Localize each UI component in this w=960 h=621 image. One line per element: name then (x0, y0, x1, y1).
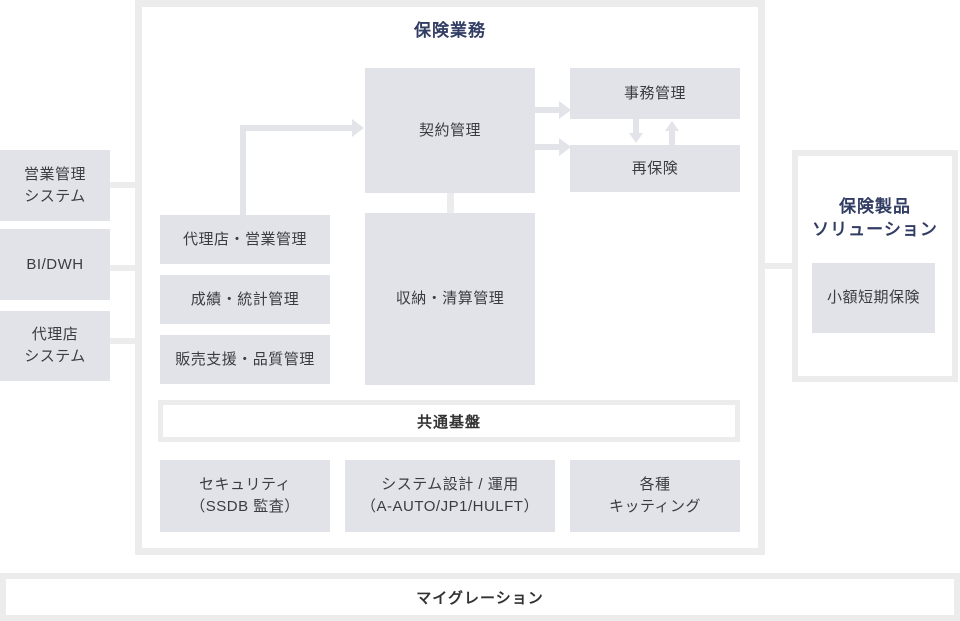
arrow-agency-to-contract-horizontal (240, 125, 352, 131)
arrow-contract-to-reinsurance (535, 144, 559, 150)
connector-panel-to-solution (761, 263, 794, 269)
arrow-head-office-to-reinsurance (629, 133, 643, 143)
arrow-head-contract-to-office (559, 101, 571, 119)
agency-system-box: 代理店 システム (0, 311, 110, 381)
arrow-reinsurance-to-office-shaft (669, 130, 675, 145)
arrow-head-contract-to-reinsurance (559, 138, 571, 156)
performance-statistics-box: 成績・統計管理 (160, 275, 330, 324)
connector-sales-mgmt-to-panel (110, 182, 138, 188)
kitting-box: 各種 キッティング (570, 460, 740, 532)
connector-bidwh-to-panel (110, 265, 138, 271)
arrow-head-reinsurance-to-office (665, 121, 679, 131)
office-administration-box: 事務管理 (570, 68, 740, 119)
contract-management-box: 契約管理 (365, 68, 535, 193)
insurance-operations-title: 保険業務 (414, 21, 486, 40)
connector-contract-to-collection (447, 193, 454, 213)
sales-support-quality-box: 販売支援・品質管理 (160, 335, 330, 384)
arrow-office-to-reinsurance-shaft (633, 119, 639, 134)
arrow-contract-to-office (535, 107, 559, 113)
insurance-product-solution-title: 保険製品 ソリューション (812, 197, 938, 239)
small-amount-short-term-insurance-box: 小額短期保険 (812, 263, 935, 333)
sales-management-system-box: 営業管理 システム (0, 150, 110, 221)
collection-settlement-box: 収納・清算管理 (365, 213, 535, 385)
connector-agency-to-panel (110, 338, 138, 344)
agency-sales-management-box: 代理店・営業管理 (160, 215, 330, 264)
arrow-head-agency-to-contract (352, 119, 364, 137)
bi-dwh-box: BI/DWH (0, 229, 110, 300)
migration-bar: マイグレーション (0, 573, 960, 621)
arrow-agency-to-contract-vertical (240, 125, 246, 215)
common-platform-bar: 共通基盤 (158, 400, 740, 442)
security-ssdb-audit-box: セキュリティ （SSDB 監査） (160, 460, 330, 532)
reinsurance-box: 再保険 (570, 145, 740, 192)
system-design-operation-box: システム設計 / 運用 （A-AUTO/JP1/HULFT） (345, 460, 555, 532)
